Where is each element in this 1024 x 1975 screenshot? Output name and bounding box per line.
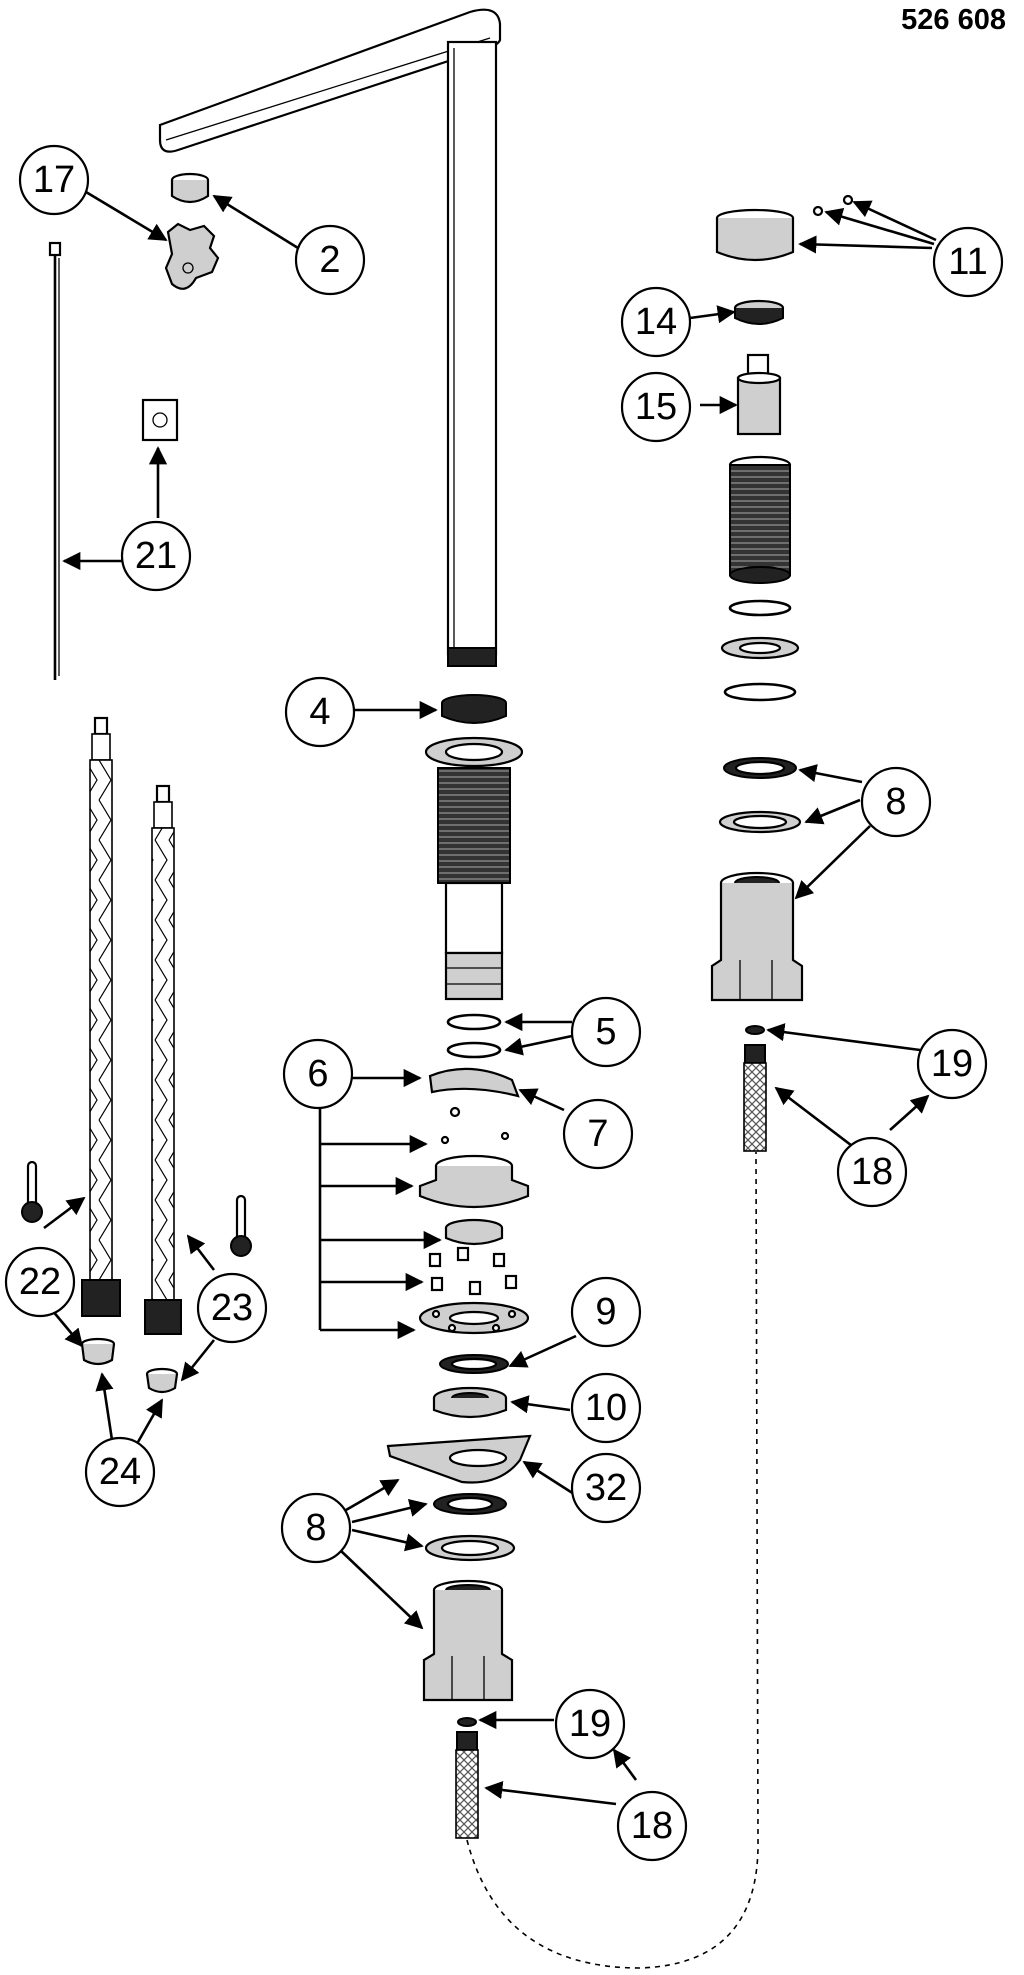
svg-text:10: 10 xyxy=(585,1387,627,1429)
label-sticker-part-21 xyxy=(141,398,179,442)
right-mounting-parts-8 xyxy=(710,757,804,1002)
callout-4: 4 xyxy=(284,676,356,748)
svg-text:6: 6 xyxy=(307,1053,328,1095)
hose-connection-dashed xyxy=(466,1151,759,1969)
svg-text:24: 24 xyxy=(99,1451,141,1493)
clip-part-7 xyxy=(428,1067,520,1145)
aerator-part-2 xyxy=(170,172,210,204)
retainer-part-6a xyxy=(418,1154,530,1209)
thermometer-icon-cold xyxy=(21,1160,43,1223)
callout-19-bottom: 19 xyxy=(554,1688,626,1760)
callout-24: 24 xyxy=(84,1436,156,1508)
svg-text:2: 2 xyxy=(319,239,340,281)
right-sleeve xyxy=(728,455,792,584)
callout-19-right: 19 xyxy=(916,1028,988,1100)
ring-part-6b xyxy=(444,1218,504,1246)
callout-6: 6 xyxy=(282,1038,354,1110)
right-rings xyxy=(720,599,800,702)
callout-10: 10 xyxy=(570,1372,642,1444)
svg-text:23: 23 xyxy=(211,1287,253,1329)
svg-text:22: 22 xyxy=(19,1261,61,1303)
callout-14: 14 xyxy=(620,286,692,358)
lower-mounting-parts-8 xyxy=(422,1493,516,1702)
hose-part-18-right xyxy=(743,1044,767,1152)
callout-15: 15 xyxy=(620,371,692,443)
svg-text:4: 4 xyxy=(309,691,330,733)
supply-hose-part-23 xyxy=(144,784,182,1335)
svg-text:11: 11 xyxy=(948,241,987,283)
adapters-part-24 xyxy=(80,1337,179,1394)
gasket-part-9 xyxy=(439,1354,509,1374)
callout-22: 22 xyxy=(4,1246,76,1318)
svg-text:18: 18 xyxy=(851,1151,893,1193)
cable-tie-part-21 xyxy=(48,241,62,680)
svg-text:8: 8 xyxy=(305,1507,326,1549)
hose-part-18-bottom xyxy=(455,1731,479,1839)
nut-part-14 xyxy=(733,299,785,325)
thermometer-icon-hot xyxy=(230,1194,252,1257)
aerator-key-part-17 xyxy=(164,222,220,290)
o-ring-part-4 xyxy=(441,694,507,724)
svg-text:9: 9 xyxy=(595,1291,616,1333)
central-sleeve xyxy=(424,736,524,1001)
spout xyxy=(158,8,502,667)
svg-text:17: 17 xyxy=(33,159,75,201)
handle-cap-part-11 xyxy=(715,194,854,262)
svg-text:21: 21 xyxy=(135,535,177,577)
supply-hose-part-22 xyxy=(81,716,121,1317)
callout-23: 23 xyxy=(196,1272,268,1344)
callout-7: 7 xyxy=(562,1098,634,1170)
callout-9: 9 xyxy=(570,1276,642,1348)
svg-text:19: 19 xyxy=(931,1043,973,1085)
callout-18-bottom: 18 xyxy=(616,1790,688,1862)
document-number: 526 608 xyxy=(901,4,1006,36)
callout-18-right: 18 xyxy=(836,1136,908,1208)
washer-part-19-right xyxy=(745,1025,765,1035)
pins-part-6c xyxy=(428,1246,518,1296)
callout-8-right: 8 xyxy=(860,766,932,838)
svg-text:19: 19 xyxy=(569,1703,611,1745)
callout-32: 32 xyxy=(570,1452,642,1524)
svg-text:8: 8 xyxy=(885,781,906,823)
svg-text:15: 15 xyxy=(635,386,677,428)
callout-17: 17 xyxy=(18,144,90,216)
svg-text:5: 5 xyxy=(595,1011,616,1053)
spacer-part-10 xyxy=(432,1386,508,1419)
callout-2: 2 xyxy=(294,224,366,296)
svg-text:18: 18 xyxy=(631,1805,673,1847)
leader-lines xyxy=(43,190,937,1806)
washer-part-19-bottom xyxy=(457,1717,477,1727)
o-rings-part-5 xyxy=(446,1013,502,1059)
plate-part-32 xyxy=(386,1434,532,1484)
base-plate-part-6d xyxy=(418,1301,530,1335)
callout-8-bottom: 8 xyxy=(280,1492,352,1564)
svg-text:14: 14 xyxy=(635,301,677,343)
svg-text:7: 7 xyxy=(587,1113,608,1155)
cartridge-part-15 xyxy=(736,353,782,436)
callout-21: 21 xyxy=(120,520,192,592)
callout-11: 11 xyxy=(932,226,1004,298)
svg-text:32: 32 xyxy=(585,1467,627,1509)
callout-5: 5 xyxy=(570,996,642,1068)
